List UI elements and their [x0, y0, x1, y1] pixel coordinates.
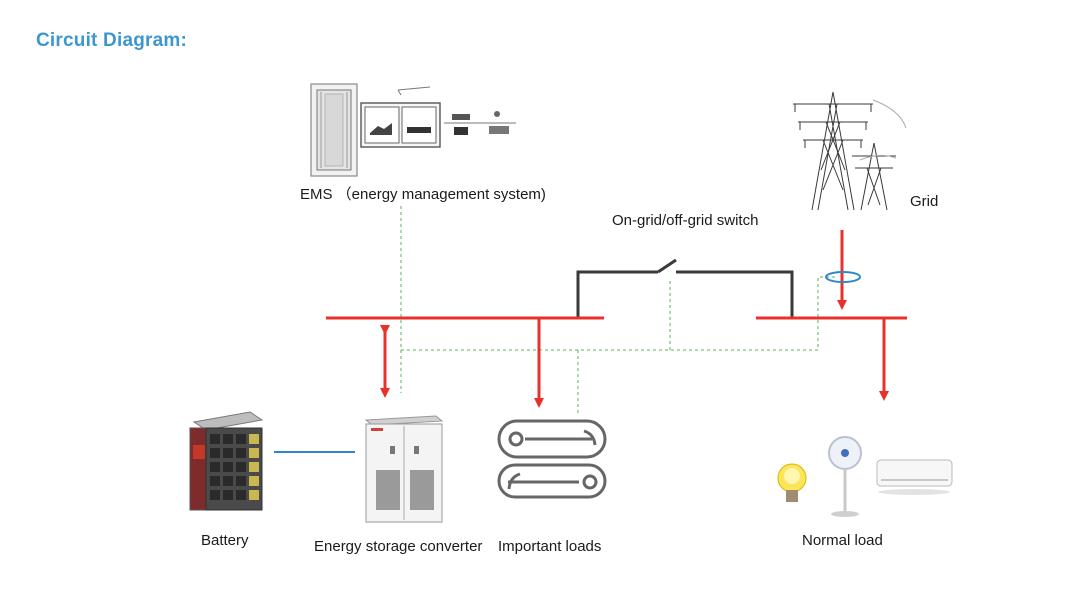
air-conditioner-icon [876, 459, 953, 495]
current-sensor-icon [825, 271, 861, 283]
transmission-tower-icon [793, 91, 907, 211]
load-slot-icon [497, 419, 607, 499]
converter-cabinet-icon [364, 415, 444, 523]
grid-label: Grid [910, 193, 939, 210]
converter-label: Energy storage converter [314, 538, 483, 555]
switch-label: On-grid/off-grid switch [612, 212, 759, 229]
important-loads-label: Important loads [498, 538, 602, 555]
server-rack-icon [310, 83, 358, 177]
monitor-icon [360, 86, 516, 148]
page-title: Circuit Diagram: [36, 30, 188, 51]
normal-load-label: Normal load [802, 532, 883, 549]
switch-line [576, 258, 794, 318]
signal-lines [400, 206, 838, 413]
light-bulb-icon [777, 463, 807, 502]
power-lines [326, 230, 907, 408]
fan-icon [828, 436, 862, 517]
ems-label: EMS （energy management system) [300, 186, 546, 203]
battery-cabinet-icon [189, 411, 264, 511]
battery-label: Battery [201, 532, 249, 549]
